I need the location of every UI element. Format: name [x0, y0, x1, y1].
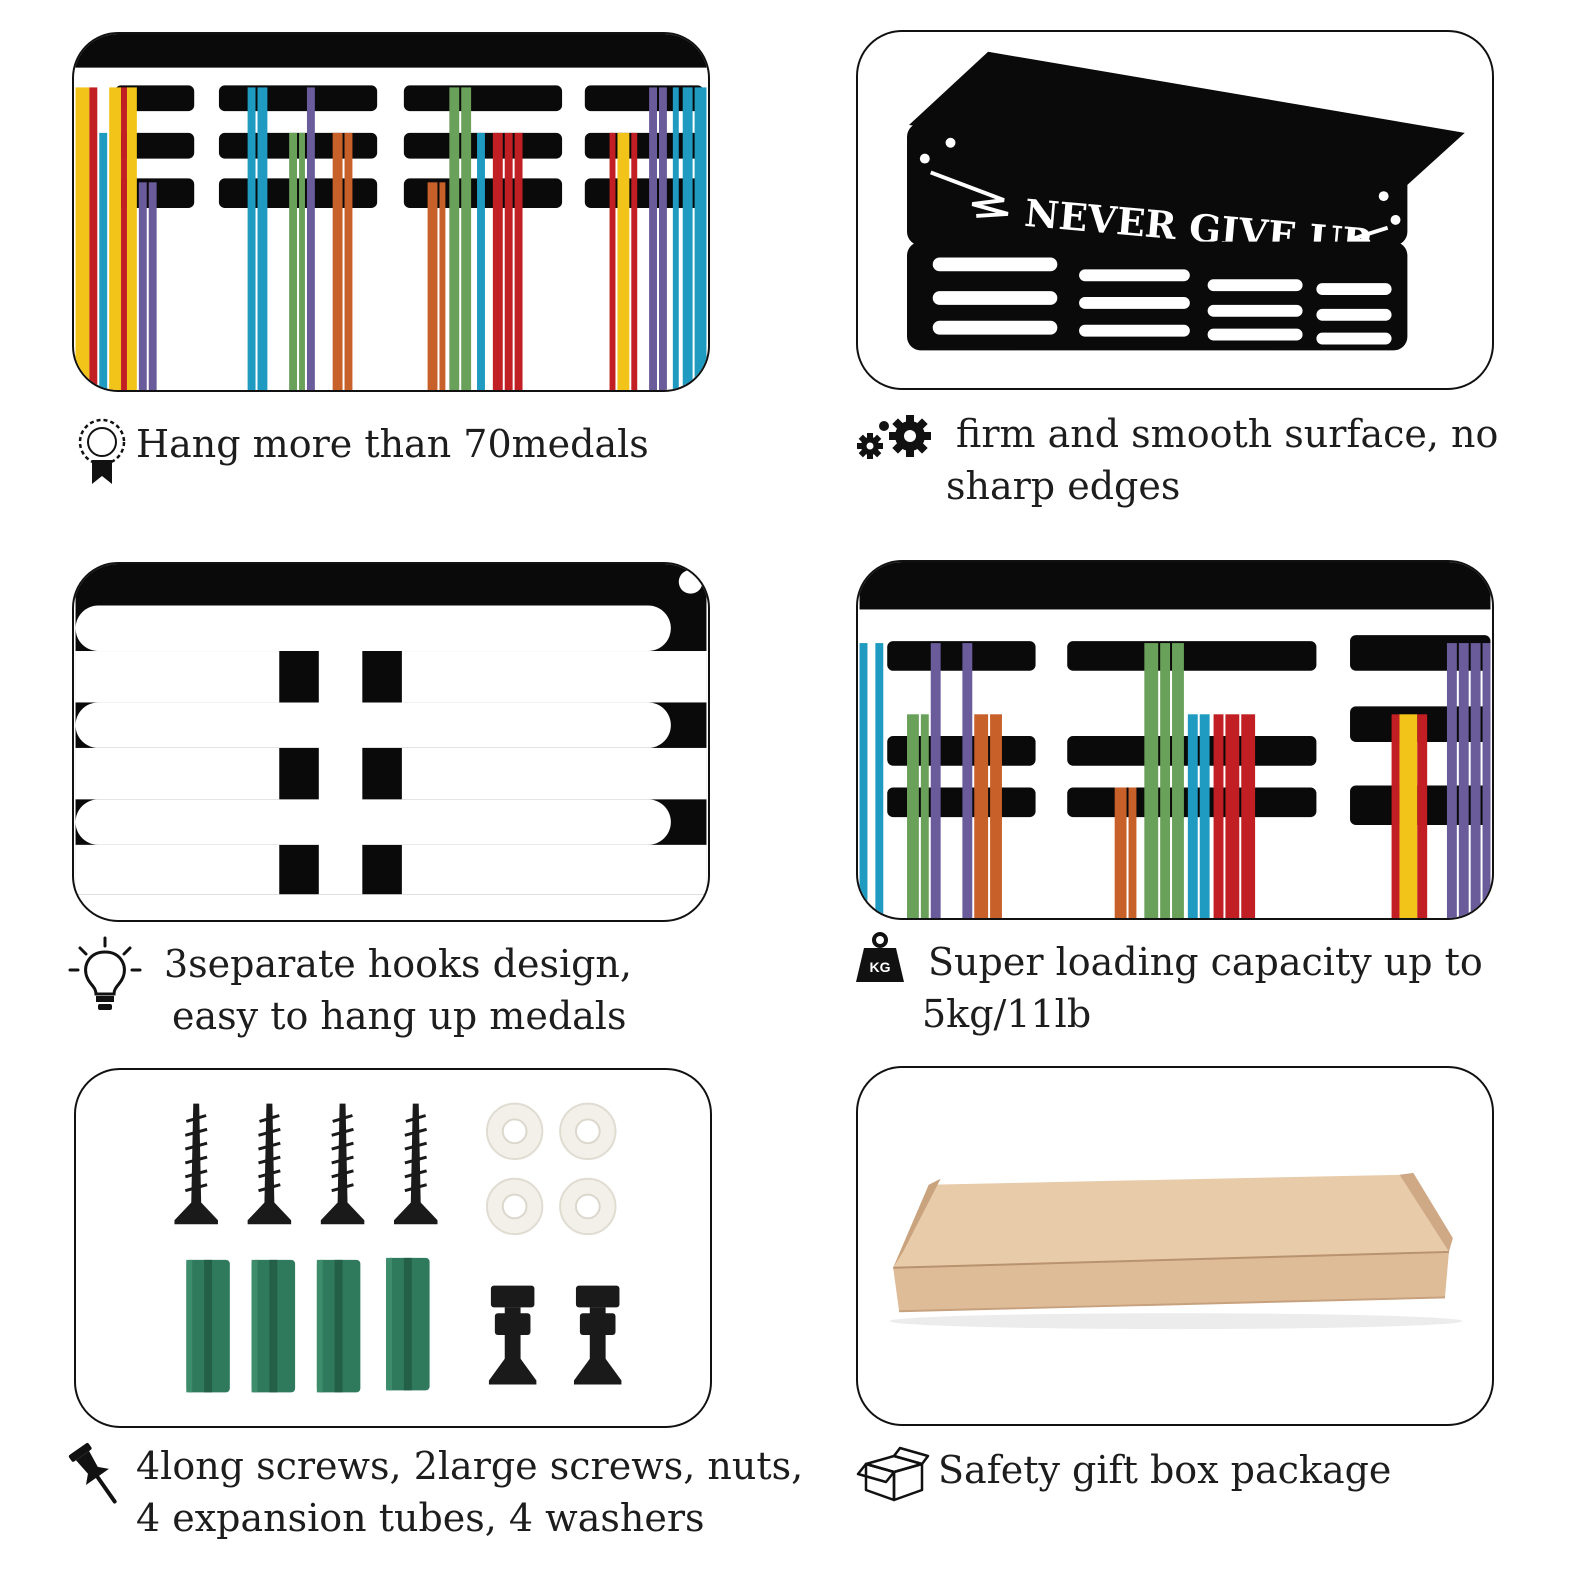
expansion-tube [386, 1257, 430, 1391]
caption-line: Safety gift box package [938, 1448, 1392, 1492]
gift-box-illustration [889, 1172, 1463, 1330]
caption-line: 5kg/11lb [922, 992, 1092, 1036]
caption-package: Safety gift box package [938, 1444, 1391, 1496]
panel-hardware-kit [74, 1068, 712, 1428]
ribbon-group-7 [1391, 643, 1491, 918]
ribbon-group-5 [859, 643, 1002, 918]
ribbon-group-1 [75, 87, 157, 390]
expansion-tube [251, 1259, 296, 1393]
washer [559, 1102, 617, 1160]
washer [485, 1177, 544, 1236]
medal-hanger-ribbons-illustration [75, 34, 707, 390]
ribbon-group-4 [609, 87, 707, 390]
kg-weight-icon: KG [854, 930, 906, 986]
caption-line: 4long screws, 2large screws, nuts, [136, 1444, 804, 1488]
panel-medal-hanger-ribbons [72, 32, 710, 392]
long-screw [246, 1102, 293, 1226]
caption-hooks: 3separate hooks design, easy to hang up … [164, 938, 632, 1042]
large-screw-with-nut [488, 1285, 537, 1385]
ribbon-group-3 [427, 87, 523, 390]
caption-line: sharp edges [946, 464, 1181, 508]
caption-line: firm and smooth surface, no [956, 412, 1499, 456]
kg-label: KG [870, 959, 891, 975]
panel-gift-box [856, 1066, 1494, 1426]
lightbulb-icon [68, 934, 142, 1012]
caption-line: Hang more than 70medals [136, 422, 649, 466]
expansion-tube [316, 1259, 361, 1393]
award-ribbon-icon [76, 418, 128, 488]
caption-capacity: Hang more than 70medals [136, 418, 649, 470]
caption-surface: firm and smooth surface, no sharp edges [946, 408, 1498, 512]
ribbon-group-2 [247, 87, 353, 390]
caption-line: 3separate hooks design, [164, 942, 632, 986]
panel-loading-capacity [856, 560, 1494, 920]
long-screw [319, 1102, 366, 1226]
open-box-icon [856, 1446, 930, 1504]
caption-hardware: 4long screws, 2large screws, nuts, 4 exp… [136, 1440, 803, 1544]
caption-line: 4 expansion tubes, 4 washers [136, 1496, 705, 1540]
long-screw [392, 1102, 439, 1226]
panel-three-hooks [72, 562, 710, 922]
caption-line: easy to hang up medals [172, 994, 627, 1038]
gears-icon [854, 414, 934, 462]
hardware-kit-illustration [172, 1102, 622, 1393]
push-pin-icon [68, 1442, 120, 1512]
washer [559, 1177, 617, 1236]
large-screw-with-nut [573, 1285, 622, 1385]
caption-line: Super loading capacity up to [928, 940, 1483, 984]
panel-never-give-up-shelf: NEVER GIVE UP [856, 30, 1494, 390]
ribbon-group-6 [1114, 643, 1256, 918]
three-hooks-illustration [75, 564, 707, 895]
washer [485, 1102, 544, 1160]
long-screw [172, 1102, 220, 1226]
never-give-up-shelf-illustration: NEVER GIVE UP [907, 51, 1465, 351]
expansion-tube [186, 1259, 230, 1393]
caption-loading: Super loading capacity up to 5kg/11lb [922, 936, 1483, 1040]
loading-capacity-illustration [859, 562, 1491, 918]
